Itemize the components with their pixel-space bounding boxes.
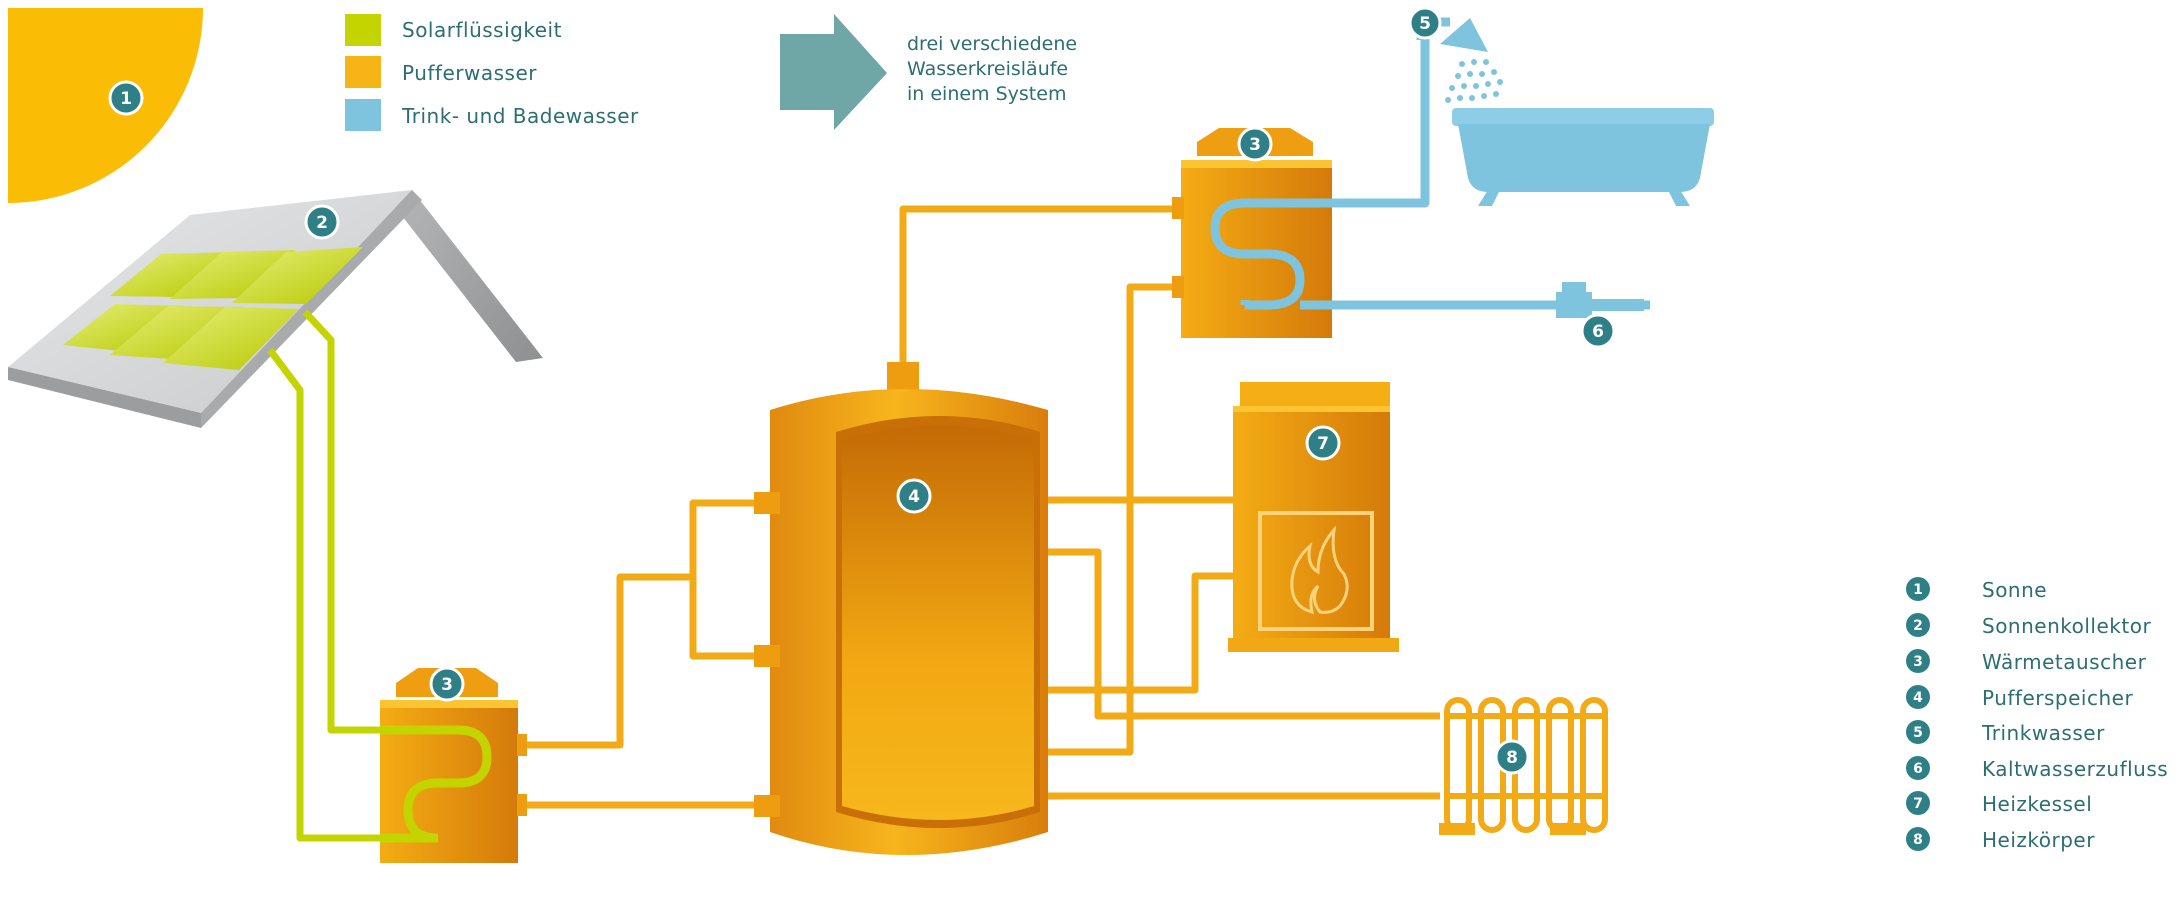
svg-text:Heizkörper: Heizkörper [1982, 828, 2095, 852]
legend-swatch-solar [345, 14, 381, 46]
svg-text:3: 3 [1249, 135, 1261, 155]
svg-text:7: 7 [1317, 434, 1329, 454]
legend-label-buffer: Pufferwasser [402, 61, 537, 85]
svg-text:Sonnenkollektor: Sonnenkollektor [1982, 614, 2151, 638]
svg-text:4: 4 [908, 487, 920, 507]
svg-text:5: 5 [1913, 725, 1923, 741]
svg-text:8: 8 [1913, 832, 1923, 848]
svg-text:2: 2 [1913, 618, 1923, 634]
svg-text:Trinkwasser: Trinkwasser [1981, 721, 2105, 745]
badge-shower: 5 [1408, 6, 1442, 40]
color-legend: Solarflüssigkeit Pufferwasser Trink- und… [345, 14, 639, 131]
cold-water-tap [1556, 282, 1644, 318]
legend-swatch-drinking [345, 99, 381, 131]
note-line-2: Wasserkreisläufe [907, 58, 1068, 80]
system-note: drei verschiedene Wasserkreisläufe in ei… [780, 14, 1077, 130]
key-item-heizkoerper: 8 Heizkörper [1906, 827, 2095, 852]
solar-collector [8, 190, 543, 428]
key-item-trinkwasser: 5 Trinkwasser [1906, 720, 2105, 745]
svg-text:Sonne: Sonne [1982, 578, 2047, 602]
badge-cold-water: 6 [1580, 313, 1616, 349]
svg-text:2: 2 [316, 213, 328, 233]
solar-loop [267, 309, 380, 842]
key-item-sonnenkollektor: 2 Sonnenkollektor [1906, 613, 2151, 638]
svg-text:4: 4 [1913, 690, 1923, 706]
flame-icon [1290, 525, 1349, 615]
badge-exchanger-top: 3 [1237, 126, 1273, 162]
key-item-sonne: 1 Sonne [1906, 577, 2047, 602]
key-item-pufferspeicher: 4 Pufferspeicher [1906, 685, 2133, 710]
buffer-storage-tank [754, 362, 1048, 855]
bathtub-icon [1452, 108, 1714, 206]
svg-text:7: 7 [1913, 796, 1923, 812]
badge-sun: 1 [108, 80, 144, 116]
key-item-kaltwasserzufluss: 6 Kaltwasserzufluss [1906, 756, 2168, 781]
boiler [1228, 382, 1399, 652]
legend-swatch-buffer [345, 56, 381, 88]
svg-text:Kaltwasserzufluss: Kaltwasserzufluss [1982, 757, 2168, 781]
badge-storage: 4 [896, 478, 932, 514]
svg-text:6: 6 [1592, 322, 1604, 342]
note-line-3: in einem System [907, 83, 1066, 105]
key-item-waermetauscher: 3 Wärmetauscher [1906, 649, 2147, 674]
arrow-icon [780, 14, 887, 130]
radiator [1439, 697, 1608, 835]
buffer-pipes [520, 205, 1440, 809]
numbered-key: 1 Sonne 2 Sonnenkollektor 3 Wärmetausche… [1906, 577, 2168, 852]
legend-label-drinking: Trink- und Badewasser [401, 104, 639, 128]
svg-text:1: 1 [120, 89, 132, 109]
svg-text:3: 3 [1913, 654, 1923, 670]
badge-radiator: 8 [1494, 739, 1530, 775]
badge-exchanger-bottom: 3 [429, 666, 465, 702]
note-line-1: drei verschiedene [907, 33, 1077, 55]
svg-text:Heizkessel: Heizkessel [1982, 792, 2092, 816]
svg-text:5: 5 [1419, 14, 1431, 34]
svg-text:3: 3 [441, 675, 453, 695]
legend-label-solar: Solarflüssigkeit [402, 18, 562, 42]
key-item-heizkessel: 7 Heizkessel [1906, 791, 2092, 816]
svg-text:Pufferspeicher: Pufferspeicher [1982, 686, 2133, 710]
svg-text:Wärmetauscher: Wärmetauscher [1982, 650, 2147, 674]
svg-text:1: 1 [1913, 582, 1923, 598]
badge-boiler: 7 [1305, 425, 1341, 461]
badge-collector: 2 [304, 204, 340, 240]
svg-text:8: 8 [1506, 748, 1518, 768]
sun [8, 8, 203, 203]
svg-text:6: 6 [1913, 761, 1923, 777]
